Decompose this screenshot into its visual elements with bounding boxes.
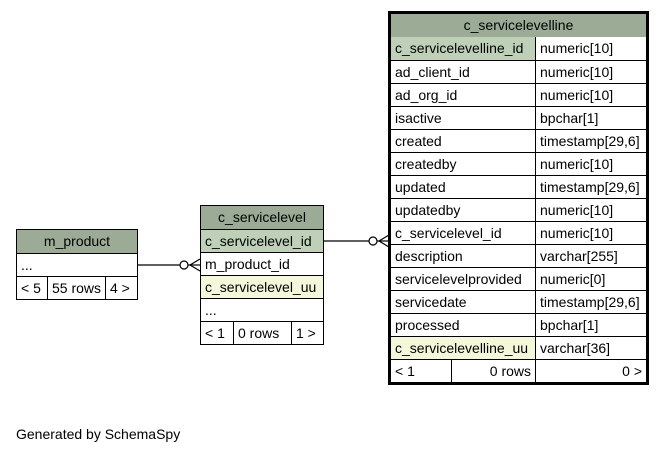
parents-link[interactable]: < 1 (395, 363, 415, 379)
table-header[interactable]: m_product (17, 230, 137, 253)
column-type: numeric[10] (535, 199, 646, 221)
column-type: numeric[10] (535, 153, 646, 175)
edge-servicelevel-to-servicelevelline (322, 234, 390, 248)
table-header[interactable]: c_servicelevel (201, 206, 323, 229)
column-name: description (395, 248, 463, 264)
row-count: 0 rows (233, 322, 291, 344)
parents-link[interactable]: < 1 (205, 325, 225, 341)
table-row[interactable]: c_servicelevelline_id numeric[10] (391, 37, 646, 60)
column-name: c_servicelevel_id (205, 233, 312, 249)
column-name: ad_org_id (395, 87, 458, 103)
column-type: timestamp[29,6] (535, 291, 646, 313)
table-name: m_product (43, 233, 111, 249)
column-type: numeric[10] (535, 61, 646, 83)
column-name: c_servicelevel_uu (205, 279, 317, 295)
table-row[interactable]: c_servicelevel_id (201, 229, 323, 252)
table-row: ... (201, 298, 323, 321)
table-row[interactable]: description varchar[255] (391, 244, 646, 267)
table-header[interactable]: c_servicelevelline (391, 14, 646, 37)
ellipsis-row: ... (21, 257, 33, 273)
ellipsis-row: ... (205, 302, 217, 318)
table-footer: < 1 0 rows 0 > (391, 359, 646, 382)
children-link[interactable]: 1 > (291, 322, 323, 344)
column-type: varchar[255] (535, 245, 646, 267)
column-name: createdby (395, 156, 457, 172)
table-row[interactable]: servicelevelprovided numeric[0] (391, 267, 646, 290)
column-type: numeric[0] (535, 268, 646, 290)
parents-link[interactable]: < 5 (21, 280, 41, 296)
table-row[interactable]: servicedate timestamp[29,6] (391, 290, 646, 313)
column-name: created (395, 133, 442, 149)
table-row[interactable]: updatedby numeric[10] (391, 198, 646, 221)
column-type: bpchar[1] (535, 107, 646, 129)
table-row[interactable]: ad_client_id numeric[10] (391, 60, 646, 83)
column-name: isactive (395, 110, 442, 126)
column-name: servicedate (395, 294, 467, 310)
table-row[interactable]: c_servicelevelline_uu varchar[36] (391, 336, 646, 359)
column-name: processed (395, 317, 460, 333)
column-type: timestamp[29,6] (535, 176, 646, 198)
table-row[interactable]: processed bpchar[1] (391, 313, 646, 336)
column-type: varchar[36] (535, 337, 646, 359)
table-c-servicelevelline[interactable]: c_servicelevelline c_servicelevelline_id… (388, 11, 649, 385)
column-name: servicelevelprovided (395, 271, 522, 287)
table-footer: < 1 0 rows 1 > (201, 321, 323, 344)
column-name: c_servicelevelline_uu (395, 340, 529, 356)
table-row[interactable]: c_servicelevel_uu (201, 275, 323, 298)
table-row[interactable]: ad_org_id numeric[10] (391, 83, 646, 106)
edge-m-product-to-servicelevel (136, 258, 201, 272)
column-name: m_product_id (205, 256, 290, 272)
column-name: c_servicelevelline_id (395, 40, 524, 56)
table-name: c_servicelevelline (463, 17, 574, 33)
column-name: updated (395, 179, 446, 195)
table-row: ... (17, 253, 137, 276)
table-footer: < 5 55 rows 4 > (17, 276, 137, 299)
table-c-servicelevel[interactable]: c_servicelevel c_servicelevel_id m_produ… (200, 205, 324, 345)
column-name: ad_client_id (395, 64, 470, 80)
column-name: updatedby (395, 202, 461, 218)
table-row[interactable]: m_product_id (201, 252, 323, 275)
generated-by-text: Generated by SchemaSpy (16, 426, 181, 442)
table-row[interactable]: isactive bpchar[1] (391, 106, 646, 129)
table-row[interactable]: updated timestamp[29,6] (391, 175, 646, 198)
table-name: c_servicelevel (218, 209, 306, 225)
row-count: 0 rows (451, 360, 535, 382)
column-name: c_servicelevel_id (395, 225, 502, 241)
column-type: numeric[10] (535, 84, 646, 106)
column-type: bpchar[1] (535, 314, 646, 336)
column-type: numeric[10] (535, 222, 646, 244)
table-row[interactable]: c_servicelevel_id numeric[10] (391, 221, 646, 244)
children-link[interactable]: 0 > (535, 360, 646, 382)
table-row[interactable]: createdby numeric[10] (391, 152, 646, 175)
column-type: numeric[10] (535, 37, 646, 60)
column-type: timestamp[29,6] (535, 130, 646, 152)
table-row[interactable]: created timestamp[29,6] (391, 129, 646, 152)
children-link[interactable]: 4 > (105, 277, 135, 299)
row-count: 55 rows (47, 277, 105, 299)
table-m-product[interactable]: m_product ... < 5 55 rows 4 > (16, 229, 138, 300)
